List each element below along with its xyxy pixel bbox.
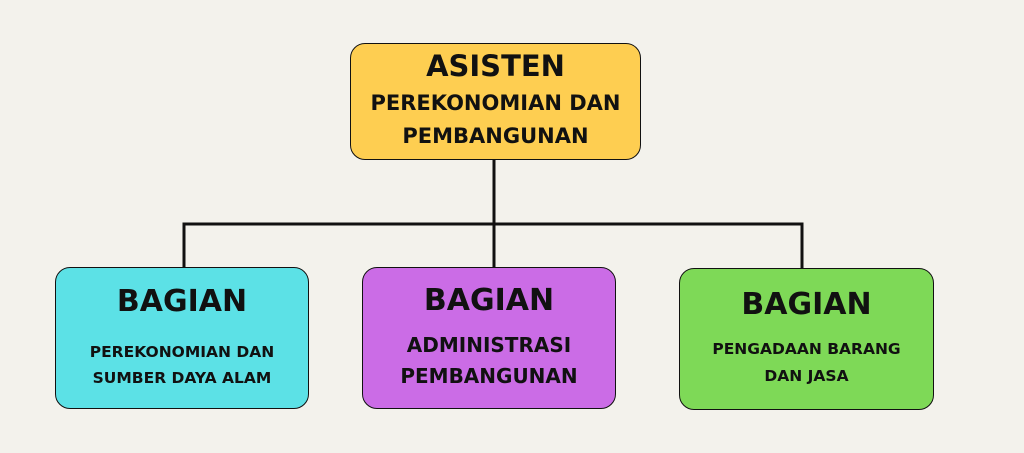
root-node-asisten: ASISTEN PEREKONOMIAN DAN PEMBANGUNAN	[350, 43, 641, 160]
child-node-title: BAGIAN	[423, 282, 555, 318]
child-node-title: BAGIAN	[116, 283, 248, 319]
child-node-subtitle: ADMINISTRASI PEMBANGUNAN	[400, 333, 578, 389]
child-node-subtitle: PENGADAAN BARANG DAN JASA	[712, 340, 901, 386]
child-node-title: BAGIAN	[741, 286, 872, 322]
root-node-title: ASISTEN	[426, 48, 565, 83]
child-node-pengadaan-barang-jasa: BAGIAN PENGADAAN BARANG DAN JASA	[679, 268, 934, 410]
child-node-perekonomian-sda: BAGIAN PEREKONOMIAN DAN SUMBER DAYA ALAM	[55, 267, 309, 409]
child-node-administrasi-pembangunan: BAGIAN ADMINISTRASI PEMBANGUNAN	[362, 267, 616, 409]
child-node-subtitle: PEREKONOMIAN DAN SUMBER DAYA ALAM	[89, 343, 275, 388]
root-node-subtitle: PEREKONOMIAN DAN PEMBANGUNAN	[370, 91, 621, 149]
